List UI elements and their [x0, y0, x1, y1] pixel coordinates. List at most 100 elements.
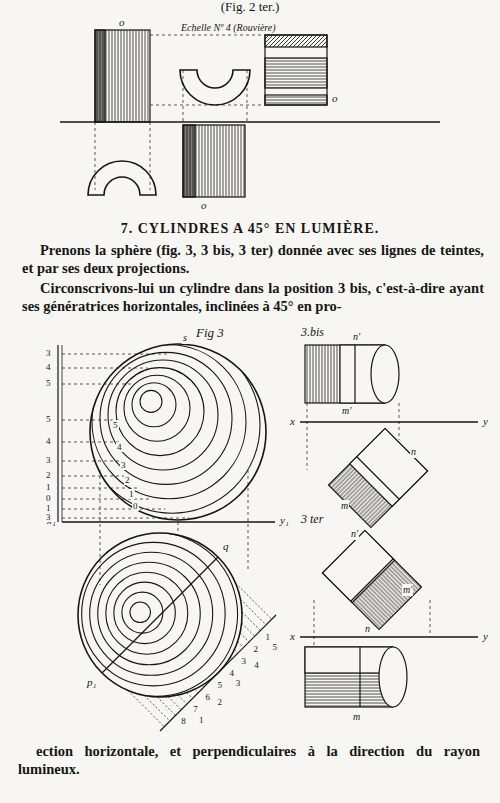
projection-stroke [236, 583, 272, 619]
cylinder-plan [323, 531, 422, 630]
figure-label: x [289, 415, 296, 428]
figure-label: m [352, 711, 361, 723]
scale-number: 2 [252, 644, 259, 654]
scale-number: 2 [45, 470, 52, 480]
scale-number: 4 [45, 436, 52, 446]
figure-label: m [340, 500, 349, 512]
projection-stroke [157, 697, 175, 715]
shade-line [82, 542, 226, 686]
shade-line [116, 368, 204, 456]
projection-stroke [178, 695, 187, 704]
shade-line [58, 513, 263, 718]
figure-label: 3 ter [300, 513, 324, 527]
shade-line [90, 552, 213, 675]
level-line [62, 509, 165, 510]
scale-number: 0 [45, 493, 52, 503]
scale-number: 4 [116, 442, 123, 452]
figure-label: y [482, 415, 489, 428]
scale-number: 3 [45, 512, 52, 522]
cylinder-plan [183, 125, 245, 197]
cylinder-elevation [95, 30, 150, 122]
figure-label: o [331, 92, 339, 105]
cylinder-band [265, 58, 327, 88]
scale-number: 2 [124, 475, 131, 485]
projection-stroke [168, 697, 181, 710]
half-ring-elevation [180, 70, 250, 105]
generatrix [354, 345, 355, 403]
figure-label: s [182, 332, 188, 344]
figure-label: Echelle Nº 4 (Rouvière) [180, 22, 277, 34]
level-line [62, 384, 134, 385]
figure-label: y [482, 630, 489, 643]
half-ring-plan [88, 161, 156, 195]
diameter-pq [102, 557, 218, 673]
projection-stroke [144, 695, 170, 721]
figure-label: m' [402, 584, 413, 596]
figure-label: o [118, 16, 126, 29]
figure-3 [58, 322, 289, 731]
shade-line [68, 322, 288, 542]
sphere-elevation [90, 344, 266, 520]
shade-line [114, 582, 176, 644]
paragraph: Circonscrivons-lui un cylindre dans la p… [22, 279, 484, 315]
cylinder-band [265, 95, 327, 105]
projection-stroke [242, 612, 260, 630]
shade-line [92, 345, 246, 499]
scale-number: 0 [132, 501, 139, 511]
level-line [62, 476, 132, 477]
shade-line [76, 330, 274, 528]
scale-number: 4 [228, 668, 235, 678]
shade-line [132, 383, 176, 427]
figure-label: m' [341, 405, 352, 417]
projection-stroke [240, 633, 249, 642]
scale-number: 5 [216, 680, 223, 690]
shade-lines [58, 513, 263, 718]
scale-number: 3 [120, 460, 127, 470]
scale-number: 3 [45, 348, 52, 358]
projection-stroke [234, 650, 237, 653]
figure-label: n [364, 623, 371, 635]
figure-label: x [289, 630, 296, 643]
shade-line [124, 375, 190, 441]
figure-label: (Fig. 2 ter.) [221, 0, 280, 15]
scale-number: 5 [45, 378, 52, 388]
cylinder-band [265, 35, 327, 47]
scale-number: 4 [253, 660, 260, 670]
shade-line [108, 360, 218, 470]
scale-number: 5 [45, 414, 52, 424]
projection-stroke [187, 693, 193, 699]
projection-lines [307, 403, 399, 470]
scale-line [62, 345, 63, 522]
scale-line [57, 345, 58, 522]
figure-label: o [200, 199, 208, 212]
scale-number: 1 [198, 715, 205, 725]
scale-number: 3 [45, 455, 52, 465]
cylinder-base [379, 647, 407, 707]
figure-label: Fig 3 [195, 326, 225, 341]
scale-number: 5 [272, 642, 279, 652]
scale-number: 3 [235, 678, 242, 688]
level-line [62, 518, 189, 519]
ground-line [300, 421, 478, 422]
figure-label: n [410, 446, 417, 458]
scale-number: 5 [112, 420, 119, 430]
shade-line [98, 562, 201, 665]
scale-line [160, 615, 276, 731]
scale-number: 1 [128, 489, 135, 499]
scale-number: 1 [264, 632, 271, 642]
scale-number: 7 [192, 704, 199, 714]
scale-number: 1 [45, 482, 52, 492]
projection-stroke [238, 642, 244, 648]
ground-line [62, 521, 275, 522]
figure-label: y₁ [279, 514, 290, 527]
shade-line [66, 522, 251, 707]
projection-lines [314, 600, 430, 647]
shade-line [140, 390, 162, 412]
shade-lines [68, 322, 288, 542]
projection-lines [95, 35, 265, 190]
projection-stroke [240, 599, 266, 625]
projection-stroke [128, 691, 164, 727]
figure-label: p₁ [86, 676, 97, 689]
